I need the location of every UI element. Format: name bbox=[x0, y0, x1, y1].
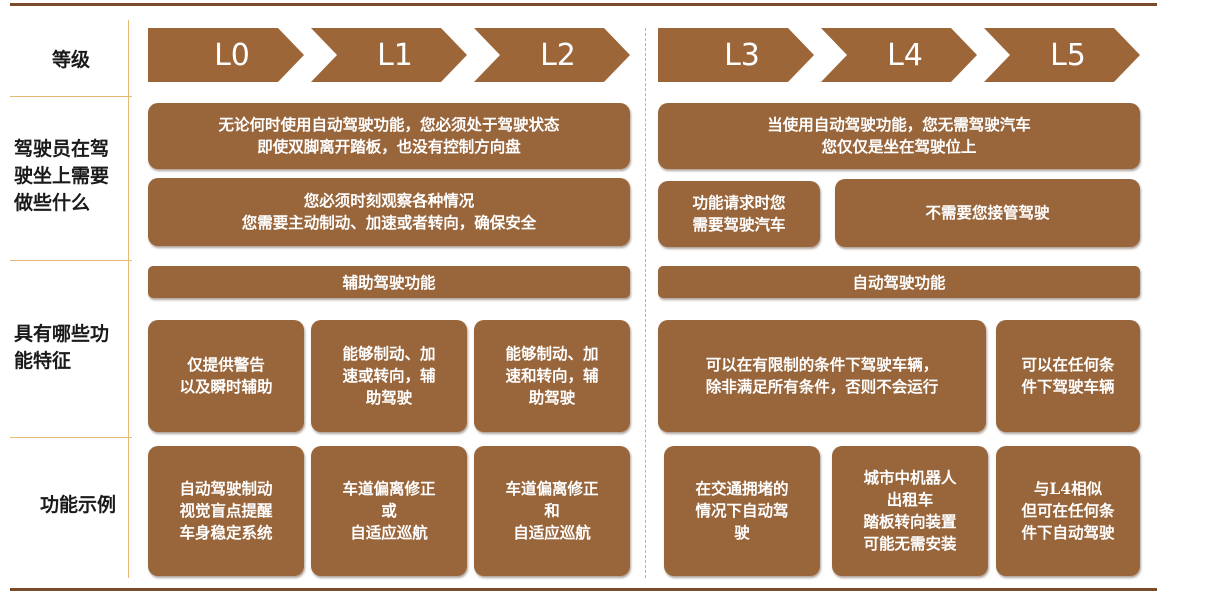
feature-box-l34: 可以在有限制的条件下驾驶车辆， 除非满足所有条件，否则不会运行 bbox=[658, 320, 986, 432]
label-column-separator bbox=[128, 20, 129, 578]
level-label-l1: L1 bbox=[377, 37, 413, 73]
row-label-examples: 功能示例 bbox=[40, 493, 117, 516]
feature-box-l5: 可以在任何条 件下驾驶车辆 bbox=[996, 320, 1140, 432]
level-chevron-l1: L1 bbox=[311, 28, 467, 82]
example-box-l0: 自动驾驶制动 视觉盲点提醒 车身稳定系统 bbox=[148, 446, 304, 576]
example-box-l3: 在交通拥堵的 情况下自动驾 驶 bbox=[664, 446, 820, 576]
driver-box-assist-top: 无论何时使用自动驾驶功能，您必须处于驾驶状态 即使双脚离开踏板，也没有控制方向盘 bbox=[148, 103, 630, 169]
example-box-l2: 车道偏离修正 和 自适应巡航 bbox=[474, 446, 630, 576]
level-chevron-l2: L2 bbox=[474, 28, 630, 82]
example-box-l5: 与L4相似 但可在任何条 件下自动驾驶 bbox=[996, 446, 1140, 576]
level-label-l2: L2 bbox=[540, 37, 576, 73]
level-chevron-l5: L5 bbox=[984, 28, 1140, 82]
feature-box-l0: 仅提供警告 以及瞬时辅助 bbox=[148, 320, 304, 432]
level-label-l0: L0 bbox=[214, 37, 250, 73]
bottom-rule bbox=[10, 588, 1157, 591]
row-label-level: 等级 bbox=[52, 48, 91, 71]
feature-box-l1: 能够制动、加 速或转向，辅 助驾驶 bbox=[311, 320, 467, 432]
row-separator-2 bbox=[10, 260, 132, 261]
driver-box-l3-bottom: 功能请求时您 需要驾驶汽车 bbox=[658, 181, 820, 247]
driver-box-auto-top: 当使用自动驾驶功能，您无需驾驶汽车 您仅仅是坐在驾驶位上 bbox=[658, 103, 1140, 169]
driver-box-assist-bottom: 您必须时刻观察各种情况 您需要主动制动、加速或者转向，确保安全 bbox=[148, 178, 630, 246]
feature-box-l2: 能够制动、加 速和转向，辅 助驾驶 bbox=[474, 320, 630, 432]
top-rule bbox=[10, 3, 1157, 6]
example-box-l1: 车道偏离修正 或 自适应巡航 bbox=[311, 446, 467, 576]
row-separator-3 bbox=[10, 437, 132, 438]
row-label-features: 具有哪些功能特征 bbox=[14, 323, 110, 372]
level-label-l4: L4 bbox=[887, 37, 923, 73]
level-chevron-l3: L3 bbox=[658, 28, 814, 82]
level-label-l3: L3 bbox=[724, 37, 760, 73]
row-separator-1 bbox=[10, 96, 132, 97]
example-box-l4: 城市中机器人 出租车 踏板转向装置 可能无需安装 bbox=[832, 446, 988, 576]
level-label-l5: L5 bbox=[1050, 37, 1086, 73]
assist-auto-divider bbox=[645, 28, 646, 578]
feature-bar-assist: 辅助驾驶功能 bbox=[148, 266, 630, 298]
level-chevron-l4: L4 bbox=[821, 28, 977, 82]
row-label-driver: 驾驶员在驾驶坐上需要做些什么 bbox=[14, 137, 110, 214]
level-chevron-l0: L0 bbox=[148, 28, 304, 82]
feature-bar-auto: 自动驾驶功能 bbox=[658, 266, 1140, 298]
driver-box-l45-bottom: 不需要您接管驾驶 bbox=[835, 179, 1140, 247]
